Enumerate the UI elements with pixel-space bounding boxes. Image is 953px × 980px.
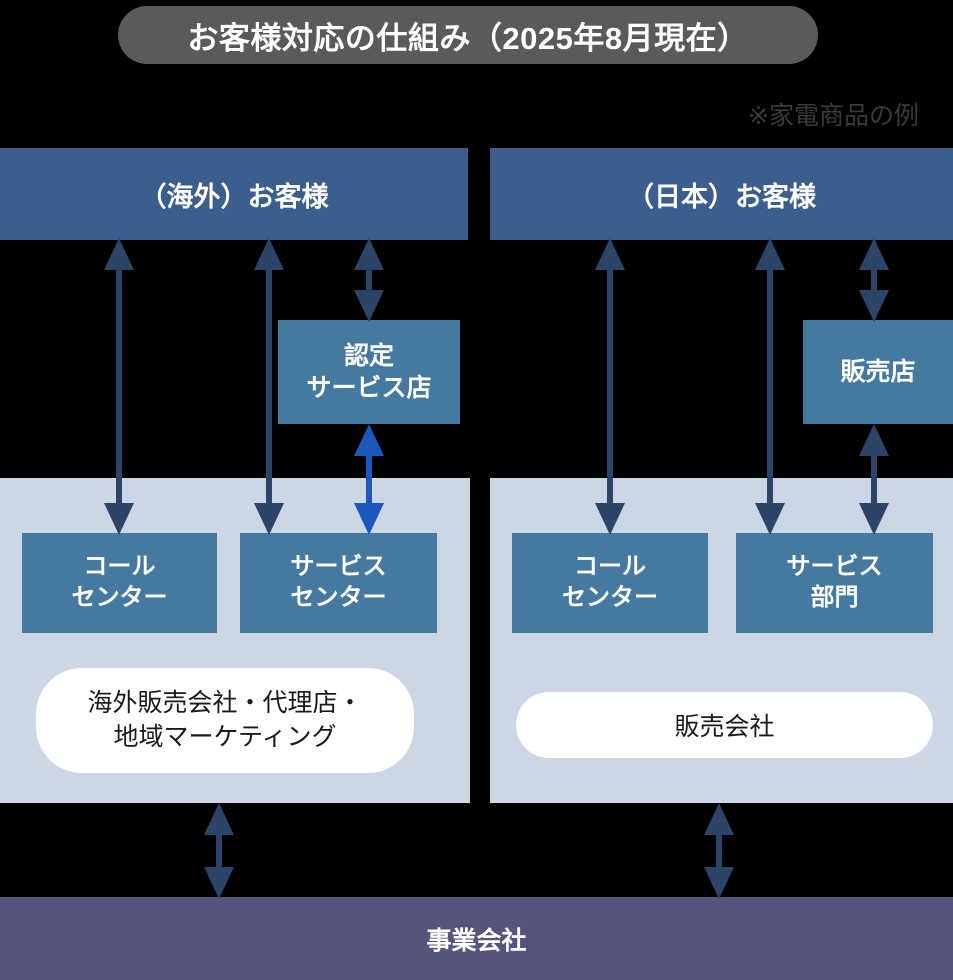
customer-header-overseas: （海外）お客様 xyxy=(0,148,468,240)
japan-sales-company-pill: 販売会社 xyxy=(516,692,933,758)
overseas-call-center-box: コール センター xyxy=(22,533,217,633)
arrow-japan-customer-retailshop-icon xyxy=(858,238,890,322)
japan-service-department-box: サービス 部門 xyxy=(736,533,933,633)
arrow-retailshop-servicedept-icon xyxy=(858,424,890,535)
arrow-overseas-customer-callcenter-icon xyxy=(103,238,135,535)
arrow-japan-panel-company-icon xyxy=(703,803,735,899)
customer-header-japan: （日本）お客様 xyxy=(490,148,953,240)
certified-service-shop-box: 認定 サービス店 xyxy=(278,320,460,424)
arrow-japan-customer-callcenter-icon xyxy=(594,238,626,535)
subtitle-note: ※家電商品の例 xyxy=(748,102,919,130)
business-company-bar: 事業会社 xyxy=(0,897,953,980)
overseas-service-center-box: サービス センター xyxy=(240,533,437,633)
arrow-overseas-panel-company-icon xyxy=(203,803,235,899)
retail-shop-box: 販売店 xyxy=(803,320,953,424)
japan-call-center-box: コール センター xyxy=(512,533,708,633)
arrow-overseas-customer-certifiedshop-icon xyxy=(353,238,385,322)
arrow-overseas-customer-servicecenter-icon xyxy=(253,238,285,535)
arrow-certifiedshop-servicecenter-icon xyxy=(353,424,385,535)
page-title: お客様対応の仕組み（2025年8月現在） xyxy=(118,6,818,64)
arrow-japan-customer-servicedept-icon xyxy=(754,238,786,535)
overseas-sales-company-pill: 海外販売会社・代理店・ 地域マーケティング xyxy=(36,668,414,773)
